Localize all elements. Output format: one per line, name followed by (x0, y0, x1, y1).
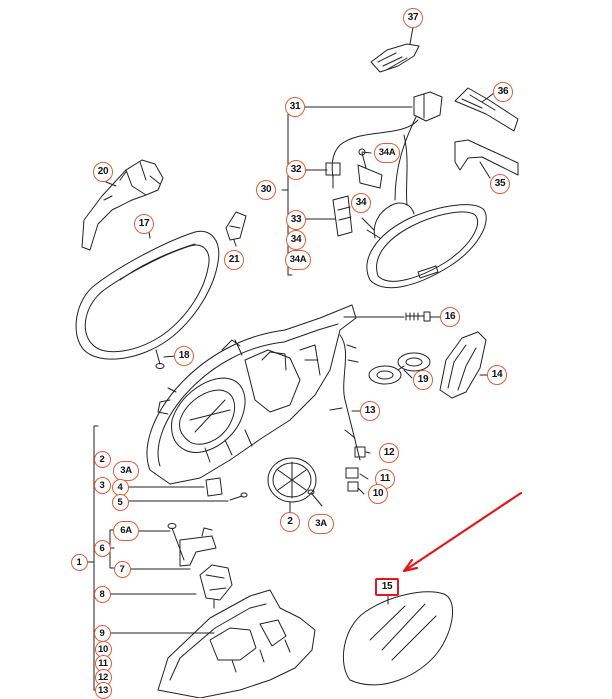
callout-9[interactable]: 9 (93, 624, 111, 642)
callout-8[interactable]: 8 (93, 585, 111, 603)
callout-37[interactable]: 37 (403, 8, 423, 28)
part-20-cap-clip (81, 159, 164, 251)
callout-19[interactable]: 19 (413, 370, 433, 390)
callout-32[interactable]: 32 (286, 160, 306, 180)
callout-35[interactable]: 35 (490, 174, 510, 194)
callout-2-left[interactable]: 2 (93, 450, 111, 468)
part-35-trim (454, 139, 519, 179)
part-9-lower-housing (157, 589, 316, 698)
callout-21[interactable]: 21 (224, 250, 244, 270)
callout-13[interactable]: 13 (360, 401, 380, 421)
callout-15-highlighted[interactable]: 15 (375, 578, 399, 596)
part-4-clip (125, 477, 223, 497)
callout-31[interactable]: 31 (285, 97, 305, 117)
part-2-adjuster (267, 457, 317, 513)
part-32-connector (325, 162, 341, 189)
part-17-housing-cap (75, 225, 220, 360)
callout-10[interactable]: 10 (368, 484, 388, 504)
callout-7[interactable]: 7 (113, 560, 131, 578)
mirror-frame-assembly (146, 304, 357, 485)
callout-20[interactable]: 20 (93, 162, 113, 182)
callout-34[interactable]: 34 (286, 230, 306, 250)
part-36-cover (454, 87, 519, 132)
callout-3[interactable]: 3 (93, 476, 111, 494)
callout-12-list[interactable]: 12 (94, 668, 112, 686)
callout-34a-left[interactable]: 34A (285, 250, 311, 270)
part-34-sensor (357, 148, 383, 189)
callout-3a-mid[interactable]: 3A (308, 514, 334, 534)
callout-36[interactable]: 36 (493, 82, 513, 102)
part-15-mirror-glass (342, 591, 454, 686)
callout-14[interactable]: 14 (487, 365, 507, 385)
callout-1[interactable]: 1 (70, 553, 88, 571)
callout-2-mid[interactable]: 2 (280, 512, 300, 532)
part-19-motors (368, 352, 431, 385)
part-14-turn-signal (439, 331, 489, 399)
dimming-mirror-insert (361, 202, 487, 289)
part-8-motor (199, 564, 233, 609)
part-6a-screw (167, 523, 185, 561)
part-3a-screw (307, 489, 323, 507)
callout-34a-top[interactable]: 34A (374, 143, 400, 163)
wiring-harness-lower (329, 334, 371, 495)
callout-30[interactable]: 30 (256, 180, 276, 200)
part-33-socket (332, 195, 353, 237)
part-7-bracket (179, 527, 217, 567)
callout-18[interactable]: 18 (174, 346, 194, 366)
part-16-screw (343, 311, 443, 322)
part-37-clip (370, 26, 420, 73)
callout-16[interactable]: 16 (440, 307, 460, 327)
callout-12[interactable]: 12 (379, 443, 399, 463)
callout-6[interactable]: 6 (93, 539, 111, 557)
callout-4[interactable]: 4 (111, 478, 129, 496)
part-21-pad (225, 211, 247, 247)
part-31-harness (331, 91, 443, 206)
callout-3a-left[interactable]: 3A (113, 461, 139, 481)
callout-5[interactable]: 5 (111, 493, 129, 511)
callout-33[interactable]: 33 (286, 210, 306, 230)
highlight-arrow (402, 491, 523, 573)
part-5-screw (125, 492, 248, 502)
callout-17[interactable]: 17 (134, 214, 154, 234)
callout-13-list[interactable]: 13 (94, 681, 112, 699)
callout-34-mid[interactable]: 34 (351, 193, 371, 213)
part-18-screw (155, 349, 177, 369)
callout-6a[interactable]: 6A (113, 521, 139, 541)
